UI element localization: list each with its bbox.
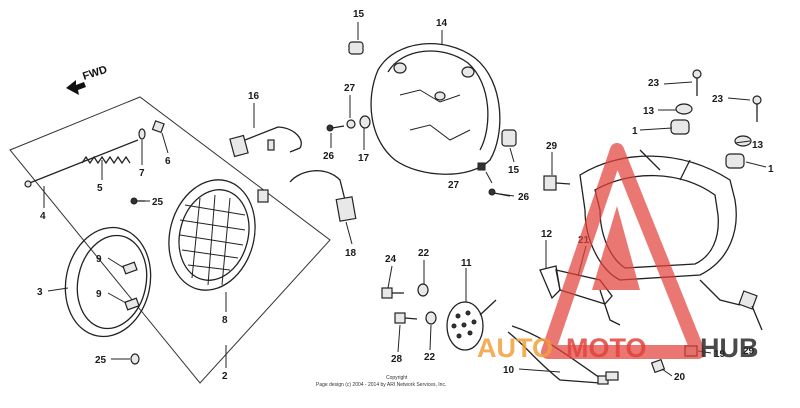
callout-27-upper: 27: [344, 83, 356, 94]
watermark-text: AUTO MOTO HUB: [477, 333, 759, 363]
watermark-triangle-inner: [592, 206, 640, 290]
grommet-part-1-left: [670, 119, 690, 135]
wire-harness-16: [229, 126, 302, 158]
headlight-rim: [64, 226, 152, 338]
screw-part-26-upper: [326, 124, 345, 132]
watermark-hub: HUB: [700, 333, 759, 363]
callout-13-left: 13: [643, 106, 655, 117]
copyright-line-1: Copyright: [386, 375, 408, 381]
washer-part-22-upper: [417, 283, 429, 297]
callout-22-upper: 22: [418, 248, 430, 259]
callout-12: 12: [541, 229, 553, 240]
collar-part-17: [359, 115, 371, 129]
nut-part-20: [650, 358, 666, 374]
headlight-assembly-panel: [9, 96, 331, 384]
callout-13-right: 13: [752, 140, 764, 151]
collar-part-15-top: [348, 41, 364, 55]
watermark-moto: MOTO: [566, 333, 647, 363]
bracket-part-21: [555, 269, 613, 305]
bolt-part-24: [381, 287, 404, 299]
callout-22-lower: 22: [424, 352, 436, 363]
washer-part-22-lower: [425, 311, 437, 325]
callout-6: 6: [165, 156, 171, 167]
watermark-triangle-outer: [541, 143, 705, 359]
adjusting-spring: [81, 155, 131, 165]
screw-part-25-lower: [130, 353, 140, 365]
callout-2: 2: [222, 371, 228, 382]
callout-29-lower: 29: [743, 346, 755, 357]
watermark-logo: [541, 143, 705, 359]
callout-7: 7: [139, 168, 145, 179]
nut-part-27-lower: [477, 162, 486, 171]
callout-5: 5: [97, 183, 103, 194]
callout-20: 20: [674, 372, 686, 383]
collar-part-15-right: [501, 129, 517, 147]
callout-16: 16: [248, 91, 260, 102]
callout-27-lower: 27: [448, 180, 460, 191]
bolt-part-29-upper: [543, 175, 571, 191]
copyright-line-2: Page design (c) 2004 - 2014 by ARI Netwo…: [316, 382, 446, 388]
fwd-label: FWD: [81, 64, 109, 83]
callout-10: 10: [503, 365, 515, 376]
headlight-case: [370, 42, 501, 175]
sealed-beam-unit: [168, 179, 269, 291]
bolt-part-23-left: [692, 69, 702, 96]
callout-1-left: 1: [632, 126, 638, 137]
nut-part-27-upper: [346, 119, 356, 129]
callout-11: 11: [461, 258, 472, 269]
bolt-part-23-right: [752, 95, 762, 122]
callout-9-upper: 9: [96, 254, 102, 265]
watermark-auto: AUTO: [477, 333, 553, 363]
fwd-arrow-icon: [66, 80, 86, 95]
callout-25-lower: 25: [95, 355, 107, 366]
callout-26-upper: 26: [323, 151, 335, 162]
callout-29-upper: 29: [546, 141, 558, 152]
callout-24: 24: [385, 254, 397, 265]
callout-9-lower: 9: [96, 289, 102, 300]
callout-17: 17: [358, 153, 370, 164]
adjusting-screw: [24, 139, 139, 188]
horn: [446, 299, 497, 351]
callout-23-left: 23: [648, 78, 660, 89]
callout-4: 4: [40, 211, 46, 222]
bolt-part-29-lower: [738, 290, 763, 331]
nut-part-6: [151, 120, 165, 134]
callout-1-right: 1: [768, 164, 774, 175]
leader-lines: [43, 22, 767, 377]
callout-14: 14: [436, 18, 448, 29]
bolt-part-28: [394, 312, 418, 324]
washer-part-7: [138, 128, 146, 140]
callout-19: 19: [714, 349, 726, 360]
callout-3: 3: [37, 287, 43, 298]
collar-part-13-left: [675, 103, 693, 115]
collar-part-13-right: [734, 135, 752, 147]
callout-25-upper: 25: [152, 197, 164, 208]
callout-26-lower: 26: [518, 192, 530, 203]
callout-23-right: 23: [712, 94, 724, 105]
callout-15-right: 15: [508, 165, 520, 176]
grommet-part-1-right: [725, 153, 745, 169]
connector-18: [289, 170, 357, 222]
callout-28: 28: [391, 354, 403, 365]
callout-8: 8: [222, 315, 228, 326]
callout-15-top: 15: [353, 9, 365, 20]
callout-18: 18: [345, 248, 357, 259]
